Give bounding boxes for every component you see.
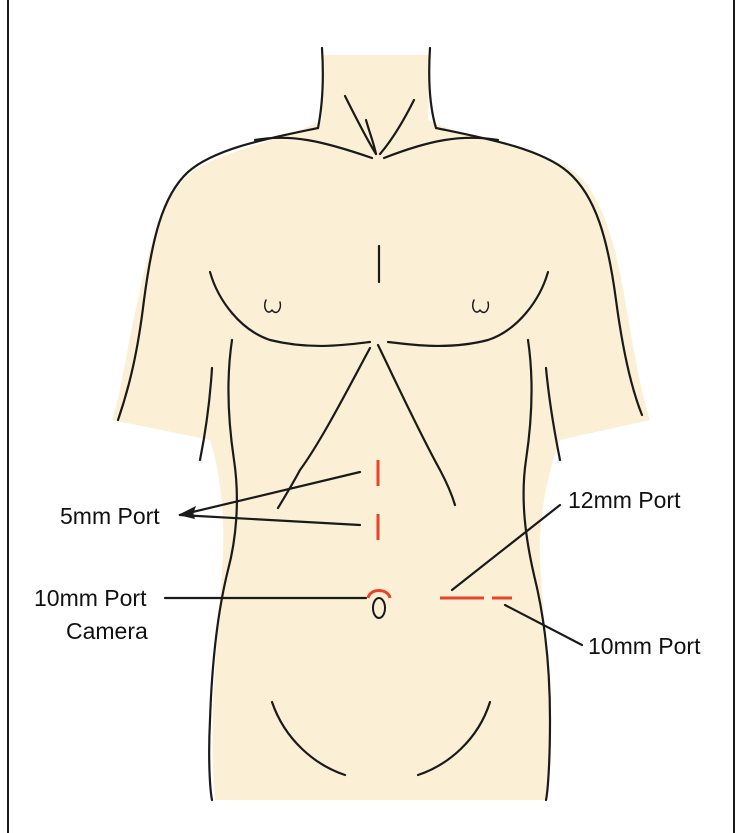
torso-skin <box>112 55 650 800</box>
neck-right-line <box>429 48 436 128</box>
leader-arrowheads <box>178 506 196 519</box>
label-10mm-port-right: 10mm Port <box>588 633 701 659</box>
label-10mm-port-camera-line2: Camera <box>66 618 148 644</box>
label-12mm-port: 12mm Port <box>568 487 681 513</box>
label-10mm-port-camera-line1: 10mm Port <box>34 585 147 611</box>
label-5mm-port: 5mm Port <box>60 503 160 529</box>
